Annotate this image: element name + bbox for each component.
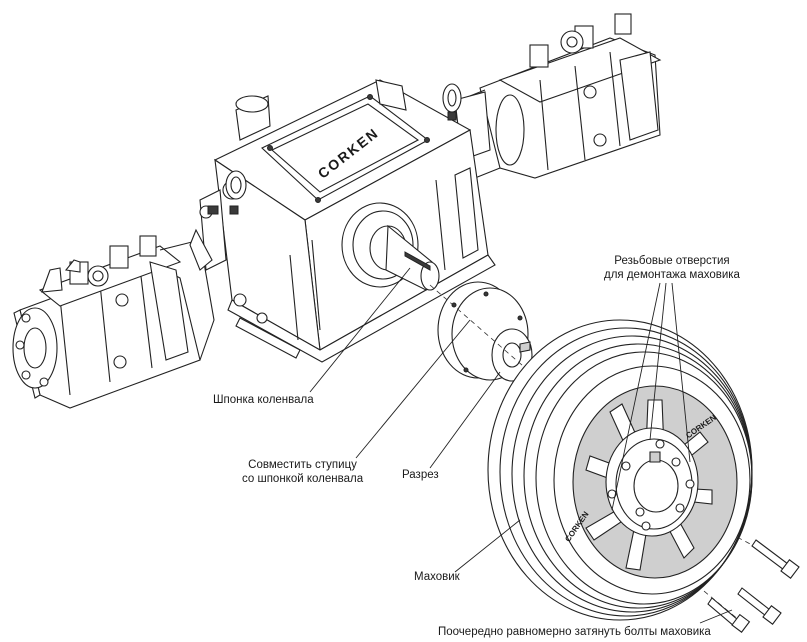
label-cut: Разрез xyxy=(402,469,439,481)
label-tighten-bolts: Поочередно равномерно затянуть болты мах… xyxy=(438,626,711,638)
left-cylinder-head xyxy=(12,235,215,409)
flywheel-bolts xyxy=(707,539,800,633)
flywheel xyxy=(487,319,753,621)
flywheel-hub xyxy=(437,281,533,382)
label-align-hub-line1: Совместить ступицу xyxy=(248,459,357,471)
label-crankshaft-key: Шпонка коленвала xyxy=(213,394,314,406)
label-flywheel: Маховик xyxy=(414,571,460,583)
label-align-hub: Совместить ступицу со шпонкой коленвала xyxy=(242,458,363,486)
leader-lines xyxy=(309,267,733,624)
crankcase xyxy=(189,79,496,363)
label-threaded-holes-line1: Резьбовые отверстия xyxy=(614,255,730,267)
label-threaded-holes-line2: для демонтажа маховика xyxy=(604,269,740,281)
label-threaded-holes: Резьбовые отверстия для демонтажа махови… xyxy=(604,254,740,282)
right-cylinder-head xyxy=(454,13,662,181)
label-align-hub-line2: со шпонкой коленвала xyxy=(242,473,364,485)
